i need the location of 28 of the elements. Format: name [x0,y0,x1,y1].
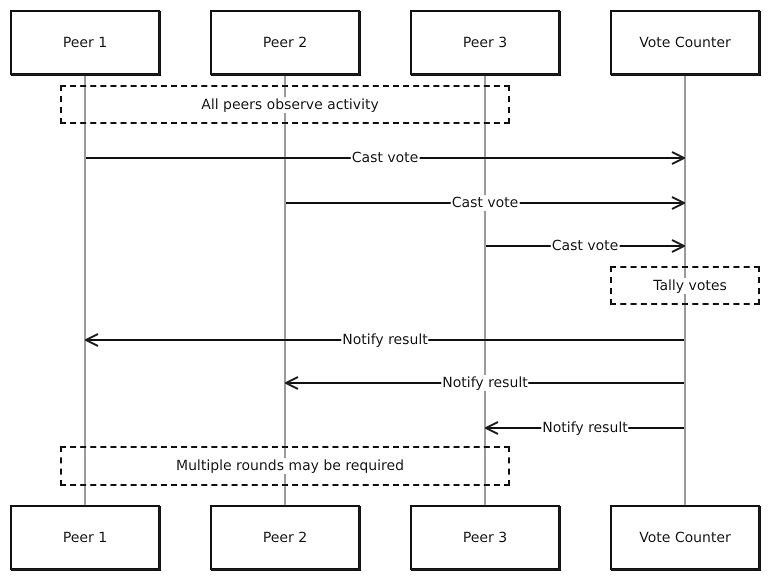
participant-box [610,10,760,75]
edge-label: Notify result [441,375,529,391]
participant-box [410,505,560,570]
participant-box [210,505,360,570]
participant-name: Peer 1 [62,530,108,546]
edge-label: Notify result [341,332,429,348]
participant-name: Peer 2 [262,530,308,546]
note-box [60,85,510,124]
lifeline [484,75,486,505]
note-box [610,266,760,305]
edge-label: Notify result [541,420,629,436]
participant-box [10,505,160,570]
lifeline [284,75,286,505]
participant-name: Vote Counter [638,34,732,50]
participant-name: Peer 1 [62,34,108,50]
lifeline [684,75,686,505]
participant-box [10,10,160,75]
lifeline [84,75,86,505]
message-arrow [86,151,685,165]
participant-box [610,505,760,570]
participant-name: Vote Counter [638,530,732,546]
participant-name: Peer 3 [462,34,508,50]
participant-name: Peer 3 [462,530,508,546]
participant-name: Peer 2 [262,34,308,50]
participant-box [410,10,560,75]
note-box [60,446,510,486]
edge-label: Cast vote [450,195,520,211]
participant-box [210,10,360,75]
